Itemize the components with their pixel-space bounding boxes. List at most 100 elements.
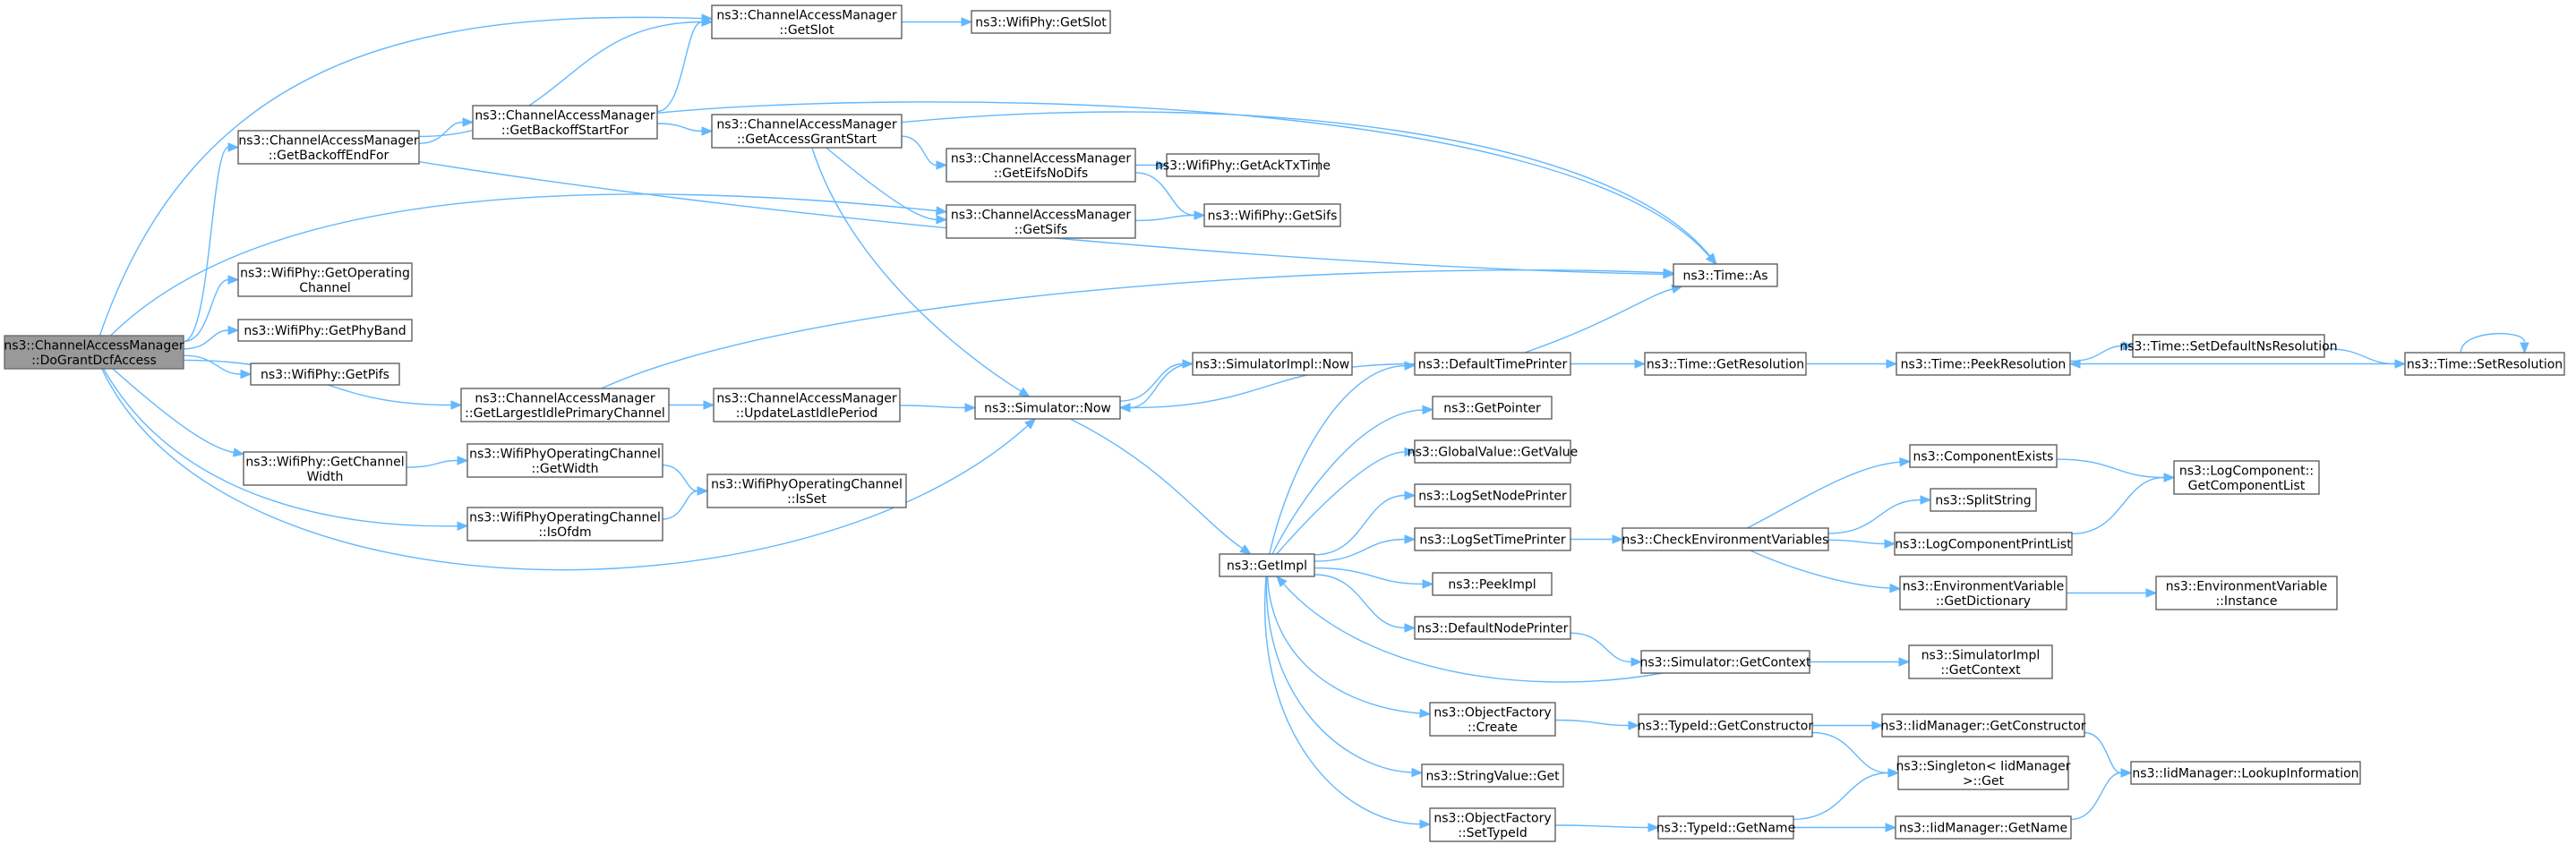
call-graph-edges <box>98 13 2529 832</box>
node-box <box>1908 644 2053 679</box>
node-timeGetRes[interactable]: ns3::Time::GetResolution <box>1644 352 1807 376</box>
node-label: ns3::IidManager::GetConstructor <box>1880 720 2085 734</box>
edge-getAccessGrant-to-getSifsCAM <box>826 147 948 225</box>
node-label: ::IsSet <box>787 492 826 507</box>
node-simNow[interactable]: ns3::Simulator::Now <box>974 396 1121 420</box>
node-defTimePrinter[interactable]: ns3::DefaultTimePrinter <box>1414 352 1571 376</box>
node-box <box>1894 532 2073 556</box>
edge-getImpl-to-ofCreate <box>1266 576 1432 719</box>
node-logCompList[interactable]: ns3::LogComponent::GetComponentList <box>2173 460 2320 495</box>
node-label: ns3::SimulatorImpl::Now <box>1195 358 1350 372</box>
node-splitString[interactable]: ns3::SplitString <box>1930 488 2037 512</box>
node-getPointer[interactable]: ns3::GetPointer <box>1432 396 1553 420</box>
node-logCompPrint[interactable]: ns3::LogComponentPrintList <box>1894 532 2073 556</box>
node-getBackoffEnd[interactable]: ns3::ChannelAccessManager::GetBackoffEnd… <box>237 130 420 165</box>
node-box <box>237 130 420 165</box>
edge-timeGetRes-to-timePeekRes <box>1806 359 1898 369</box>
node-label: ::GetBackoffStartFor <box>501 124 629 138</box>
edge-getImpl-to-getPointer <box>1271 405 1434 555</box>
node-box <box>1219 553 1315 577</box>
edge-typeGetCtor-to-singletonGet <box>1811 731 1900 778</box>
node-getPhyBand[interactable]: ns3::WifiPhy::GetPhyBand <box>237 319 413 342</box>
node-box <box>250 363 400 386</box>
node-box <box>1930 488 2037 512</box>
node-label: ns3::CheckEnvironmentVariables <box>1622 533 1829 548</box>
node-getAccessGrant[interactable]: ns3::ChannelAccessManager::GetAccessGran… <box>711 114 903 149</box>
node-timeSetDefNs[interactable]: ns3::Time::SetDefaultNsResolution <box>2119 334 2338 358</box>
node-box <box>1429 702 1556 737</box>
node-label: >::Get <box>1963 774 2005 789</box>
node-opGetWidth[interactable]: ns3::WifiPhyOperatingChannel::GetWidth <box>466 443 663 478</box>
node-iidLookup[interactable]: ns3::IidManager::LookupInformation <box>2130 761 2361 785</box>
node-label: ns3::DefaultTimePrinter <box>1418 358 1568 372</box>
node-checkEnv[interactable]: ns3::CheckEnvironmentVariables <box>1622 527 1829 551</box>
node-label: ns3::ComponentExists <box>1913 450 2054 465</box>
node-envGetDict[interactable]: ns3::EnvironmentVariable::GetDictionary <box>1899 576 2067 610</box>
node-logSetNode[interactable]: ns3::LogSetNodePrinter <box>1414 483 1571 508</box>
node-box <box>4 335 184 370</box>
node-label: ns3::ChannelAccessManager <box>716 8 897 22</box>
node-getSifsCAM[interactable]: ns3::ChannelAccessManager::GetSifs <box>946 204 1136 239</box>
node-label: ns3::IidManager::LookupInformation <box>2132 767 2358 781</box>
node-label: ns3::LogComponentPrintList <box>1895 538 2072 552</box>
node-opIsOfdm[interactable]: ns3::WifiPhyOperatingChannel::IsOfdm <box>466 507 663 542</box>
node-timePeekRes[interactable]: ns3::Time::PeekResolution <box>1896 352 2071 376</box>
node-doGrant[interactable]: ns3::ChannelAccessManager::DoGrantDcfAcc… <box>4 335 184 370</box>
node-updateLast[interactable]: ns3::ChannelAccessManager::UpdateLastIdl… <box>713 388 901 422</box>
node-simImplNow[interactable]: ns3::SimulatorImpl::Now <box>1192 352 1353 376</box>
node-box <box>243 451 407 486</box>
node-singletonGet[interactable]: ns3::Singleton< IidManager >::Get <box>1896 755 2071 790</box>
node-phyGetSlot[interactable]: ns3::WifiPhy::GetSlot <box>971 10 1111 34</box>
call-graph-nodes: ns3::ChannelAccessManager::DoGrantDcfAcc… <box>4 4 2565 842</box>
node-phyGetSifs[interactable]: ns3::WifiPhy::GetSifs <box>1203 203 1341 227</box>
node-iidGetCtor[interactable]: ns3::IidManager::GetConstructor <box>1880 713 2086 738</box>
node-typeGetName[interactable]: ns3::TypeId::GetName <box>1656 815 1795 840</box>
node-label: Channel <box>299 281 350 295</box>
node-getLargest[interactable]: ns3::ChannelAccessManager::GetLargestIdl… <box>460 388 670 422</box>
node-getBackoffStart[interactable]: ns3::ChannelAccessManager::GetBackoffSta… <box>472 105 658 140</box>
node-typeGetCtor[interactable]: ns3::TypeId::GetConstructor <box>1638 713 1813 738</box>
edge-typeGetName-to-singletonGet <box>1793 768 1900 821</box>
node-box <box>2155 576 2338 610</box>
node-label: ns3::TypeId::GetName <box>1656 822 1795 836</box>
node-peekImpl[interactable]: ns3::PeekImpl <box>1432 572 1553 596</box>
node-iidGetName[interactable]: ns3::IidManager::GetName <box>1895 815 2072 840</box>
edge-timeSetRes-to-timeSetRes <box>2460 333 2529 354</box>
edge-envGetDict-to-envInstance <box>2066 588 2158 598</box>
node-label: ::GetDictionary <box>1936 594 2031 609</box>
node-svGet[interactable]: ns3::StringValue::Get <box>1421 763 1564 788</box>
node-label: ns3::Time::SetDefaultNsResolution <box>2119 340 2337 354</box>
node-envInstance[interactable]: ns3::EnvironmentVariable::Instance <box>2155 576 2338 610</box>
node-logSetTime[interactable]: ns3::LogSetTimePrinter <box>1414 527 1571 551</box>
edge-simGetContext-to-getImpl <box>1276 576 1664 683</box>
node-label: ns3::WifiPhyOperatingChannel <box>469 510 661 525</box>
node-opIsSet[interactable]: ns3::WifiPhyOperatingChannel::IsSet <box>706 473 907 508</box>
node-label: ns3::Time::GetResolution <box>1647 358 1804 372</box>
node-getImpl[interactable]: ns3::GetImpl <box>1219 553 1315 577</box>
node-label: ::GetSifs <box>1014 223 1067 237</box>
node-box <box>1414 527 1571 551</box>
edge-getAccessGrant-to-timeAs <box>901 111 1717 266</box>
node-simImplGetCtx[interactable]: ns3::SimulatorImpl::GetContext <box>1908 644 2053 679</box>
node-compExists[interactable]: ns3::ComponentExists <box>1909 444 2058 468</box>
node-getPifs[interactable]: ns3::WifiPhy::GetPifs <box>250 363 400 386</box>
node-simGetContext[interactable]: ns3::Simulator::GetContext <box>1639 650 1811 674</box>
node-label: ::GetLargestIdlePrimaryChannel <box>465 406 665 421</box>
node-defNodePrinter[interactable]: ns3::DefaultNodePrinter <box>1414 616 1571 640</box>
node-timeSetRes[interactable]: ns3::Time::SetResolution <box>2404 352 2565 376</box>
node-getSlotCAM[interactable]: ns3::ChannelAccessManager::GetSlot <box>711 4 903 39</box>
node-phyGetAck[interactable]: ns3::WifiPhy::GetAckTxTime <box>1155 153 1331 177</box>
edge-getImpl-to-logSetNode <box>1314 490 1416 556</box>
edge-checkEnv-to-envGetDict <box>1750 550 1902 593</box>
node-getEifs[interactable]: ns3::ChannelAccessManager::GetEifsNoDifs <box>946 148 1136 183</box>
node-label: ns3::ChannelAccessManager <box>475 391 655 405</box>
node-ofSetTypeId[interactable]: ns3::ObjectFactory::SetTypeId <box>1429 807 1556 842</box>
node-box <box>1421 763 1564 788</box>
node-ofCreate[interactable]: ns3::ObjectFactory::Create <box>1429 702 1556 737</box>
node-gvGetValue[interactable]: ns3::GlobalValue::GetValue <box>1408 439 1578 464</box>
node-label: ns3::EnvironmentVariable <box>1903 579 2065 593</box>
node-label: ::DoGrantDcfAccess <box>31 354 157 368</box>
node-timeAs[interactable]: ns3::Time::As <box>1673 263 1778 287</box>
